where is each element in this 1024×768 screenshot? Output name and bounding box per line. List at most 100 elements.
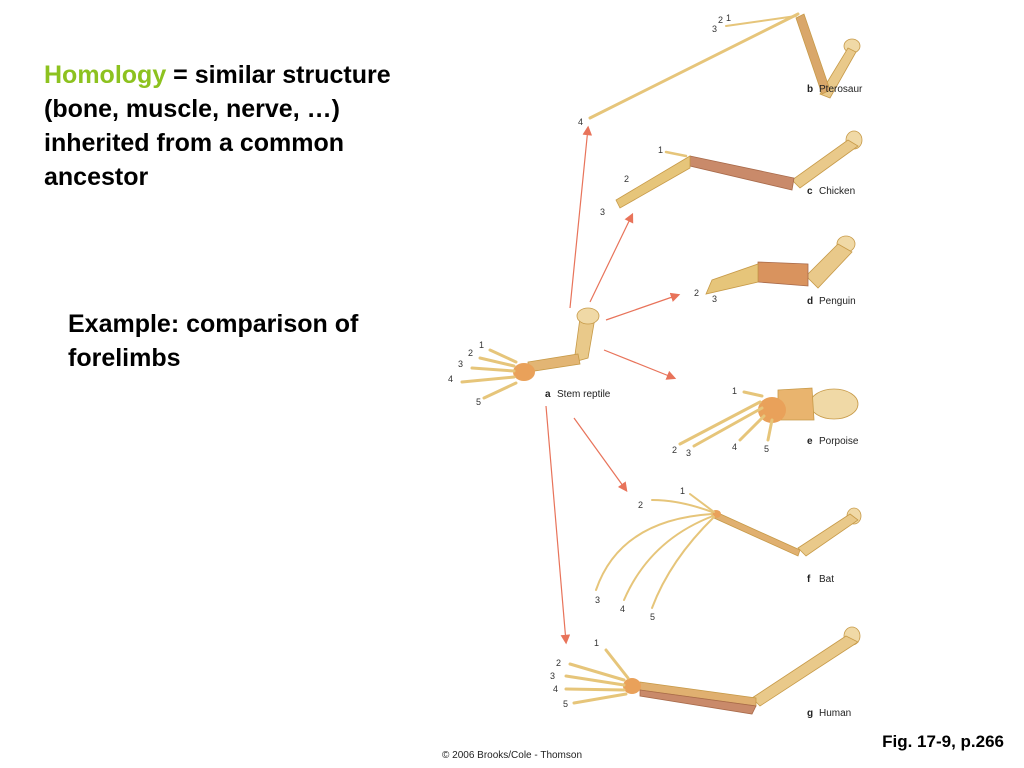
arrow-to-bat <box>573 417 628 492</box>
stem-reptile-digit-label-4: 4 <box>448 374 453 384</box>
penguin-hand <box>705 263 759 295</box>
arrow-to-pterosaur <box>569 125 593 309</box>
arrow-to-porpoise <box>603 349 677 380</box>
definition-line-4: ancestor <box>44 163 149 191</box>
penguin-digit-label-3: 3 <box>712 294 717 304</box>
chicken-radius-ulna <box>689 155 795 191</box>
limb-chicken: 1 2 3 c Chicken <box>600 130 863 217</box>
human-digit-label-5: 5 <box>563 699 568 709</box>
bat-digit-label-1: 1 <box>680 486 685 496</box>
porpoise-digit-5 <box>766 418 774 442</box>
stem-reptile-digit-5 <box>482 381 518 400</box>
stem-reptile-humerus-head <box>576 307 600 325</box>
chicken-name: Chicken <box>819 186 855 197</box>
human-digit-2 <box>568 662 626 682</box>
porpoise-humerus <box>809 388 859 420</box>
example-line-2: forelimbs <box>68 344 181 372</box>
porpoise-name: Porpoise <box>819 436 859 447</box>
stem-reptile-name: Stem reptile <box>557 389 611 400</box>
limb-stem-reptile: 1 2 3 4 5 a Stem reptile <box>448 307 611 407</box>
pterosaur-name: Pterosaur <box>819 84 863 95</box>
human-digit-label-3: 3 <box>550 671 555 681</box>
homology-definition: Homology = similar structure (bone, musc… <box>44 58 444 194</box>
limb-human: 1 2 3 4 5 g Human <box>550 626 861 719</box>
stem-reptile-digit-label-5: 5 <box>476 397 481 407</box>
pterosaur-wing-digit <box>588 12 800 120</box>
definition-line-2: (bone, muscle, nerve, …) <box>44 95 340 123</box>
porpoise-digit-label-3: 3 <box>686 448 691 458</box>
human-humerus <box>751 635 859 707</box>
figure-reference: Fig. 17-9, p.266 <box>882 732 1004 751</box>
bat-name: Bat <box>819 574 834 585</box>
arrow-to-human <box>545 405 571 645</box>
stem-reptile-digit-2 <box>478 356 516 368</box>
pterosaur-digit-label-4: 4 <box>578 117 583 127</box>
definition-line-3: inherited from a common <box>44 129 345 157</box>
example-line-1: Example: comparison of <box>68 310 359 338</box>
pterosaur-digit-label-1: 1 <box>726 13 731 23</box>
pterosaur-radius-ulna <box>795 13 831 95</box>
human-digit-label-1: 1 <box>594 638 599 648</box>
stem-reptile-radius-ulna <box>527 353 581 373</box>
bat-digit-label-5: 5 <box>650 612 655 622</box>
chicken-digit-1 <box>664 150 688 158</box>
chicken-digit-label-3: 3 <box>600 207 605 217</box>
porpoise-digit-label-5: 5 <box>764 444 769 454</box>
human-digit-label-4: 4 <box>553 684 558 694</box>
bat-digit-label-3: 3 <box>595 595 600 605</box>
porpoise-letter: e <box>807 436 813 447</box>
human-name: Human <box>819 708 851 719</box>
penguin-radius-ulna <box>757 261 809 287</box>
pterosaur-digit-label-2: 2 <box>718 15 723 25</box>
definition-line-1: = similar structure <box>166 61 391 89</box>
human-digit-4 <box>564 687 626 692</box>
limb-bat: 1 2 3 4 5 f Bat <box>595 486 862 622</box>
porpoise-digit-label-4: 4 <box>732 442 737 452</box>
stem-reptile-digit-1 <box>488 348 518 364</box>
stem-reptile-digit-3 <box>470 366 516 373</box>
stem-reptile-letter: a <box>545 389 551 400</box>
porpoise-digit-3 <box>692 406 764 448</box>
pterosaur-letter: b <box>807 84 813 95</box>
porpoise-digit-label-2: 2 <box>672 445 677 455</box>
porpoise-digit-label-1: 1 <box>732 386 737 396</box>
stem-reptile-digit-label-3: 3 <box>458 359 463 369</box>
bat-digit-1 <box>689 493 715 513</box>
pterosaur-small-digits <box>725 15 797 27</box>
bat-digit-label-2: 2 <box>638 500 643 510</box>
stem-reptile-digit-label-2: 2 <box>468 348 473 358</box>
penguin-humerus <box>805 243 853 289</box>
penguin-digit-label-2: 2 <box>694 288 699 298</box>
arrow-to-penguin <box>605 292 681 321</box>
bat-radius <box>713 511 801 557</box>
chicken-digit-label-1: 1 <box>658 145 663 155</box>
homology-term: Homology <box>44 61 167 89</box>
stem-reptile-wrist <box>513 363 535 381</box>
limb-penguin: 2 3 d Penguin <box>694 235 856 307</box>
human-letter: g <box>807 708 813 719</box>
evolution-arrows <box>545 125 681 645</box>
porpoise-digit-2 <box>678 400 762 446</box>
human-ulna <box>639 689 757 715</box>
chicken-digit-label-2: 2 <box>624 174 629 184</box>
arrow-to-chicken <box>589 212 634 303</box>
pterosaur-humerus <box>819 47 857 99</box>
porpoise-digit-1 <box>742 390 764 398</box>
human-digit-label-2: 2 <box>556 658 561 668</box>
chicken-letter: c <box>807 186 813 197</box>
human-wrist <box>623 678 641 694</box>
human-digit-3 <box>564 674 626 687</box>
bat-digit-4 <box>623 515 714 601</box>
bat-digit-label-4: 4 <box>620 604 625 614</box>
penguin-letter: d <box>807 296 813 307</box>
human-digit-1 <box>604 648 630 680</box>
bat-letter: f <box>807 574 811 585</box>
porpoise-digit-4 <box>738 414 766 442</box>
limb-porpoise: 1 2 3 4 5 e Porpoise <box>672 386 859 458</box>
chicken-humerus <box>791 139 859 189</box>
copyright-credit: © 2006 Brooks/Cole - Thomson <box>441 750 583 761</box>
limb-pterosaur: 2 1 3 4 b Pterosaur <box>578 12 863 127</box>
bat-humerus <box>797 513 859 557</box>
stem-reptile-digit-label-1: 1 <box>479 340 484 350</box>
